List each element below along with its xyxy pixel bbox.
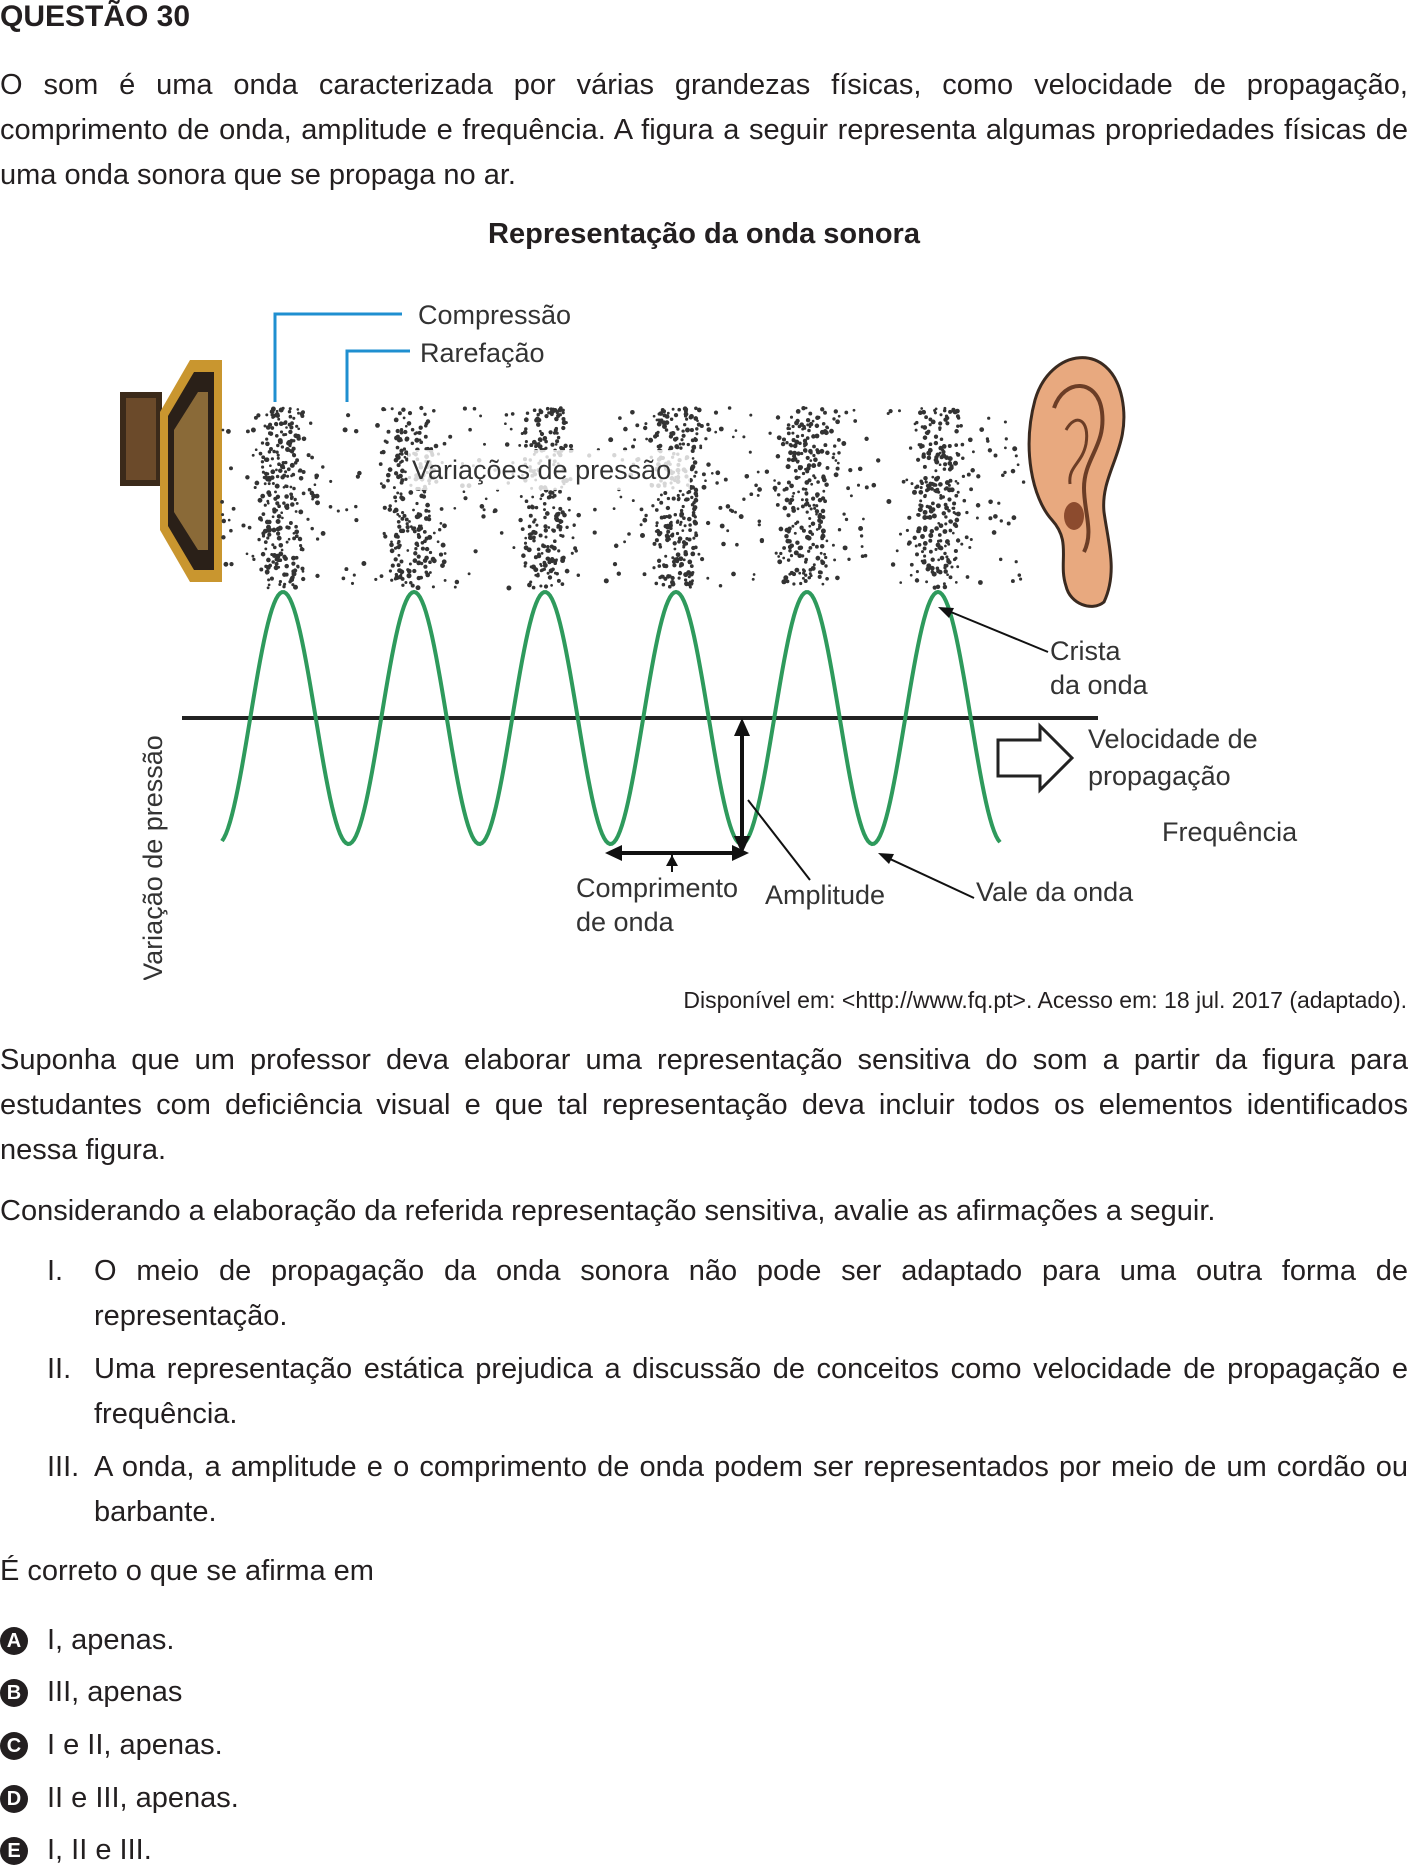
figure-source: Disponível em: <http://www.fq.pt>. Acess… (683, 987, 1407, 1013)
figure-title: Representação da onda sonora (488, 218, 920, 250)
trough-callout (878, 853, 975, 899)
statement-number: III. (47, 1451, 80, 1483)
statement: III. A onda, a amplitude e o comprimento… (0, 1445, 1408, 1535)
frequency-label: Frequência (1162, 817, 1298, 847)
sine-wave (220, 589, 1002, 847)
statement-text: O meio de propagação da onda sonora não … (94, 1255, 1408, 1332)
statement: I. O meio de propagação da onda sonora n… (0, 1249, 1408, 1339)
statement-text: A onda, a amplitude e o comprimento de o… (94, 1451, 1408, 1528)
amplitude-label: Amplitude (765, 880, 885, 910)
prompt-paragraph: Considerando a elaboração da referida re… (0, 1195, 1216, 1227)
option-text: I, apenas. (47, 1624, 175, 1656)
rarefaction-label: Rarefação (420, 338, 545, 368)
option-text: III, apenas (47, 1676, 183, 1708)
option-text: I, II e III. (47, 1834, 152, 1866)
statement-text: Uma representação estática prejudica a d… (94, 1353, 1408, 1430)
speaker-icon (120, 360, 222, 582)
wavelength-label-line2: de onda (576, 907, 675, 937)
pressure-variations-bg (408, 450, 690, 490)
rarefaction-callout (345, 349, 410, 402)
option-text: II e III, apenas. (47, 1782, 239, 1814)
velocity-label-line1: Velocidade de (1088, 724, 1258, 754)
pressure-variations-label: Variações de pressão (412, 455, 671, 485)
context-paragraph: Suponha que um professor deva elaborar u… (0, 1044, 1408, 1166)
question-stem: É correto o que se afirma em (0, 1555, 374, 1587)
option-letter-badge: B (0, 1679, 28, 1707)
wavelength-arrow (605, 845, 749, 872)
ear-icon (1027, 356, 1126, 608)
air-particles (220, 405, 1026, 591)
crest-callout (938, 607, 1049, 653)
velocity-arrow (996, 722, 1075, 794)
y-axis-label: Variação de pressão (138, 735, 168, 980)
wavelength-label-line1: Comprimento (576, 873, 738, 903)
compression-label: Compressão (418, 300, 571, 330)
statement-number: II. (47, 1353, 72, 1385)
sound-wave-figure: Compressão Rarefação Variações de pressã… (120, 300, 1298, 980)
statement: II. Uma representação estática prejudica… (0, 1347, 1408, 1437)
option-letter-badge: C (0, 1732, 28, 1760)
option-letter-badge: E (0, 1837, 28, 1865)
amplitude-arrow (734, 718, 811, 881)
crest-label-line1: Crista (1050, 636, 1121, 666)
question-title: QUESTÃO 30 (0, 0, 191, 33)
statement-number: I. (47, 1255, 64, 1287)
question-intro: O som é uma onda caracterizada por vária… (0, 69, 1408, 191)
crest-label-line2: da onda (1050, 670, 1149, 700)
compression-callout (273, 312, 402, 402)
velocity-label-line2: propagação (1088, 761, 1231, 791)
option-letter-badge: D (0, 1785, 28, 1813)
option-text: I e II, apenas. (47, 1729, 223, 1761)
trough-label: Vale da onda (976, 877, 1134, 907)
option-letter-badge: A (0, 1627, 28, 1655)
